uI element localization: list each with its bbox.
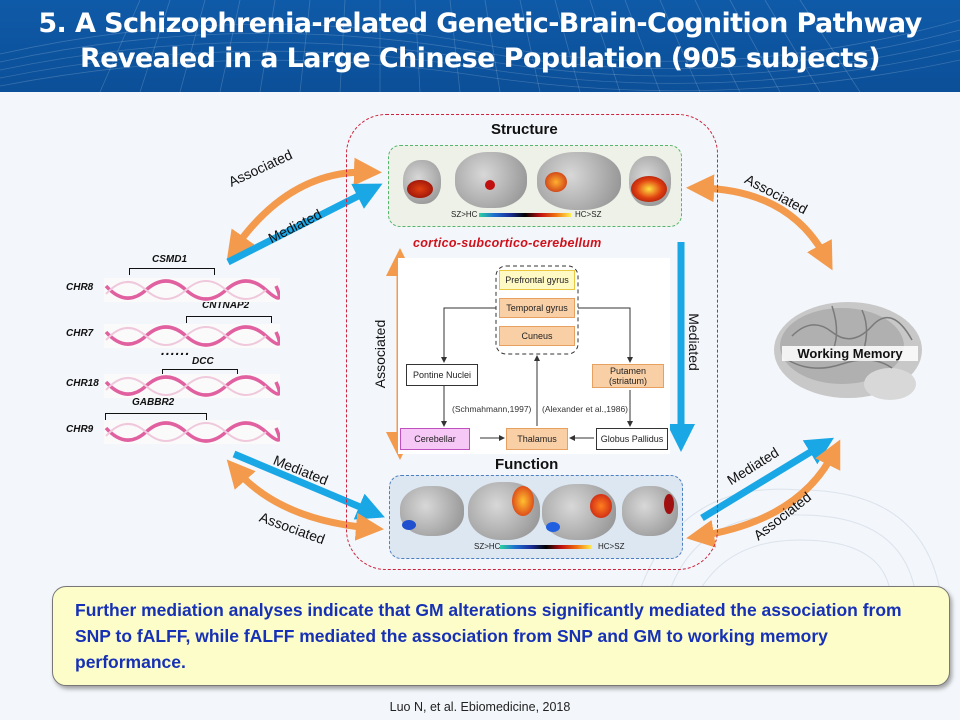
- structure-brain-image-1: [403, 160, 441, 204]
- structure-brain-image-4: [629, 156, 671, 206]
- flowchart-connectors: [441, 265, 633, 441]
- gene-label-cntnap2: CNTNAP2: [202, 300, 250, 311]
- function-colorbar-right-label: HC>SZ: [598, 542, 625, 551]
- gene-label-gabbr2: GABBR2: [132, 397, 175, 408]
- circuit-label: cortico-subcortico-cerebellum: [413, 236, 602, 250]
- flow-box-temporal: Temporal gyrus: [499, 298, 575, 318]
- arrow-snp-function-associated: [226, 459, 384, 541]
- gene-bracket-gabbr2: [105, 413, 207, 420]
- chromosome-label-chr8: CHR8: [66, 282, 94, 293]
- function-brain-image-2: [468, 482, 540, 540]
- function-colorbar-left-label: SZ>HC: [474, 542, 501, 551]
- flow-box-cerebellar: Cerebellar: [400, 428, 470, 450]
- dna-strand-chr9: [104, 420, 280, 444]
- page-title: 5. A Schizophrenia-related Genetic-Brain…: [0, 6, 960, 76]
- flow-box-pontine: Pontine Nuclei: [406, 364, 478, 386]
- structure-brain-image-2: [455, 152, 527, 208]
- structure-colorbar: [479, 213, 571, 217]
- gene-bracket-dcc: [162, 369, 238, 376]
- label-structure-function-associated: Associated: [372, 319, 389, 389]
- citation-alexander: (Alexander et al.,1986): [542, 404, 628, 414]
- chromosome-label-chr9: CHR9: [66, 424, 94, 435]
- gene-label-dcc: DCC: [192, 356, 214, 367]
- flow-box-thalamus: Thalamus: [506, 428, 568, 450]
- function-brain-image-1: [400, 486, 464, 536]
- gene-bracket-cntnap2: [186, 316, 272, 323]
- flow-box-putamen: Putamen (striatum): [592, 364, 664, 388]
- function-brain-image-3: [542, 484, 616, 540]
- function-colorbar: [500, 545, 592, 549]
- chromosome-label-chr7: CHR7: [66, 328, 94, 339]
- title-banner: 5. A Schizophrenia-related Genetic-Brain…: [0, 0, 960, 92]
- dna-strand-chr7: [104, 324, 280, 348]
- title-line-1: 5. A Schizophrenia-related Genetic-Brain…: [38, 8, 922, 39]
- reference-citation: Luo N, et al. Ebiomedicine, 2018: [389, 700, 571, 714]
- citation-schmahmann: (Schmahmann,1997): [452, 404, 532, 414]
- structure-heading: Structure: [491, 121, 558, 138]
- function-brain-image-4: [622, 486, 678, 536]
- flow-box-globus-pallidus: Globus Pallidus: [596, 428, 668, 450]
- structure-panel: SZ>HC HC>SZ: [388, 145, 682, 227]
- brain-region-outline: [346, 114, 718, 570]
- function-panel: SZ>HC HC>SZ: [389, 475, 683, 559]
- dna-strand-chr8: [104, 278, 280, 302]
- flow-box-cuneus: Cuneus: [499, 326, 575, 346]
- dna-strands: [104, 278, 280, 444]
- banner-grid-pattern: [0, 0, 960, 92]
- flow-box-prefrontal: Prefrontal gyrus: [499, 270, 575, 290]
- structure-colorbar-left-label: SZ>HC: [451, 210, 478, 219]
- summary-text: Further mediation analyses indicate that…: [75, 600, 902, 672]
- working-memory-label: Working Memory: [782, 346, 918, 361]
- summary-box: Further mediation analyses indicate that…: [52, 586, 950, 686]
- label-structure-function-mediated: Mediated: [685, 313, 702, 371]
- structure-brain-image-3: [537, 152, 621, 210]
- circuit-flowchart: Prefrontal gyrus Temporal gyrus Cuneus P…: [398, 258, 670, 454]
- structure-colorbar-right-label: HC>SZ: [575, 210, 602, 219]
- arrow-structure-wm-associated: [686, 174, 833, 271]
- dna-strand-chr18: [104, 374, 280, 398]
- title-line-2: Revealed in a Large Chinese Population (…: [80, 43, 881, 74]
- arrow-function-wm-associated: [686, 439, 841, 548]
- chromosome-label-chr18: CHR18: [66, 378, 99, 389]
- gene-bracket-csmd1: [129, 268, 215, 275]
- arrow-snp-structure-associated: [226, 157, 382, 260]
- function-heading: Function: [495, 456, 559, 473]
- gene-label-csmd1: CSMD1: [152, 254, 188, 265]
